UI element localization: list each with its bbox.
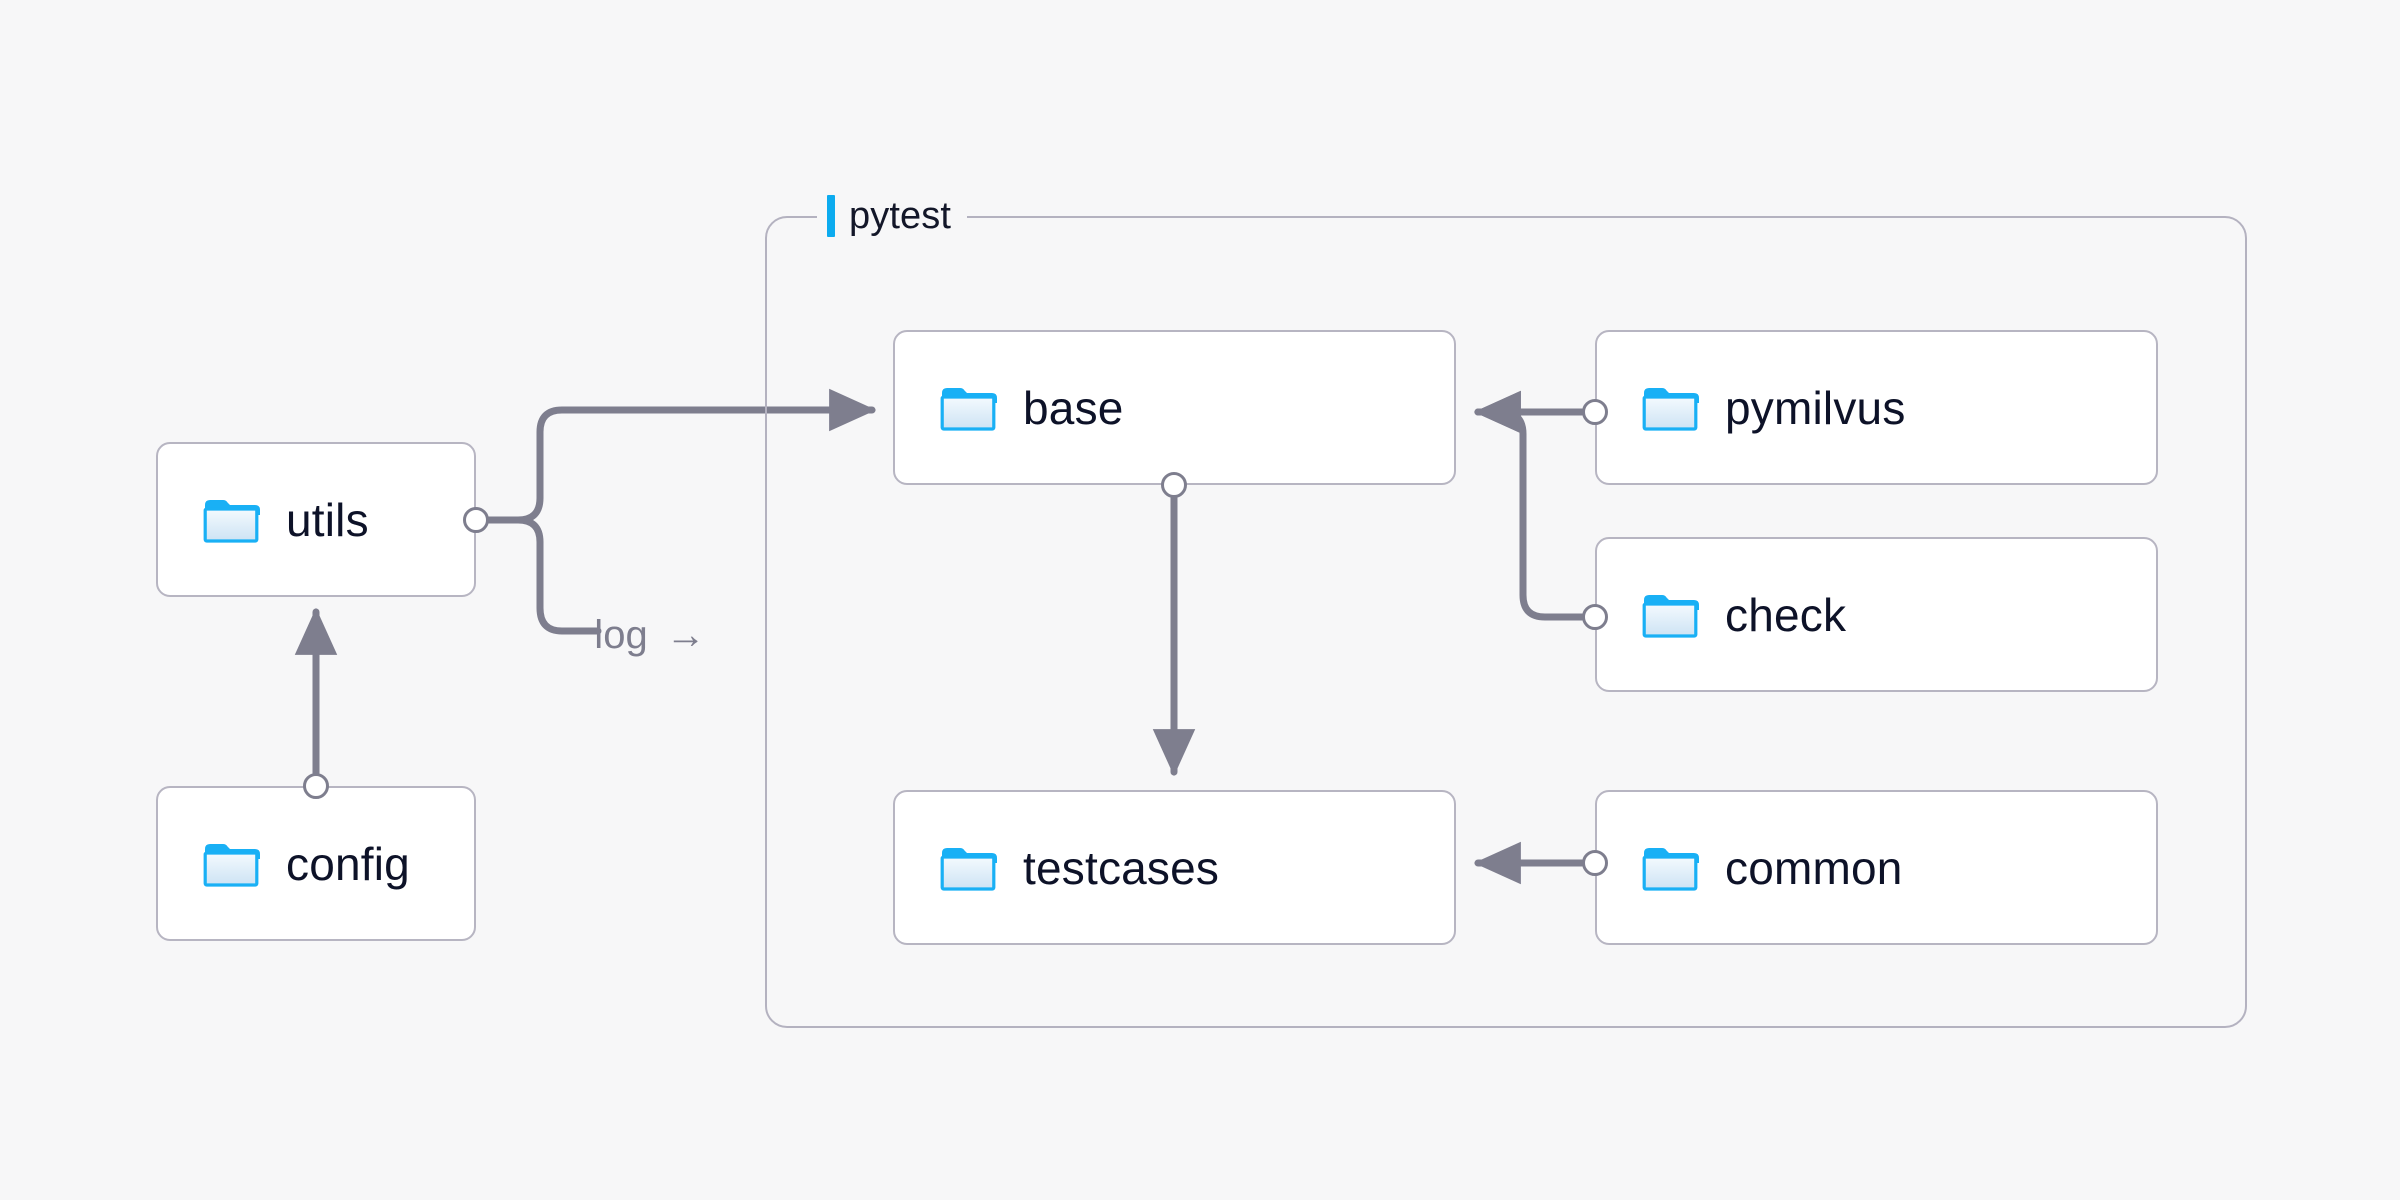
node-base[interactable]: base xyxy=(893,330,1456,485)
node-testcases[interactable]: testcases xyxy=(893,790,1456,945)
folder-icon xyxy=(1642,594,1699,638)
node-pymilvus[interactable]: pymilvus xyxy=(1595,330,2158,485)
node-common[interactable]: common xyxy=(1595,790,2158,945)
port-pymilvus-left[interactable] xyxy=(1582,399,1608,425)
node-config[interactable]: config xyxy=(156,786,476,941)
group-pytest-label: pytest xyxy=(817,192,967,240)
edge-utils-log xyxy=(485,516,602,635)
folder-icon xyxy=(203,843,260,887)
port-config-top[interactable] xyxy=(303,773,329,799)
node-check[interactable]: check xyxy=(1595,537,2158,692)
accent-bar-icon xyxy=(827,195,835,237)
folder-icon xyxy=(1642,387,1699,431)
group-label-text: pytest xyxy=(849,195,951,237)
folder-icon xyxy=(940,847,997,891)
label-log: log → xyxy=(594,615,705,655)
node-label-config: config xyxy=(286,837,410,890)
node-label-common: common xyxy=(1725,841,1903,894)
folder-icon xyxy=(1642,847,1699,891)
node-label-check: check xyxy=(1725,588,1847,641)
group-pytest[interactable] xyxy=(765,216,2247,1028)
node-utils[interactable]: utils xyxy=(156,442,476,597)
port-common-left[interactable] xyxy=(1582,850,1608,876)
arrow-right-icon: → xyxy=(665,613,706,657)
node-label-testcases: testcases xyxy=(1023,841,1220,894)
port-base-bottom[interactable] xyxy=(1161,472,1187,498)
folder-icon xyxy=(203,499,260,543)
port-utils-right[interactable] xyxy=(463,507,489,533)
node-label-base: base xyxy=(1023,381,1124,434)
node-label-pymilvus: pymilvus xyxy=(1725,381,1906,434)
port-check-left[interactable] xyxy=(1582,604,1608,630)
folder-icon xyxy=(940,387,997,431)
edge-label-text: log xyxy=(594,613,648,657)
node-label-utils: utils xyxy=(286,493,369,546)
